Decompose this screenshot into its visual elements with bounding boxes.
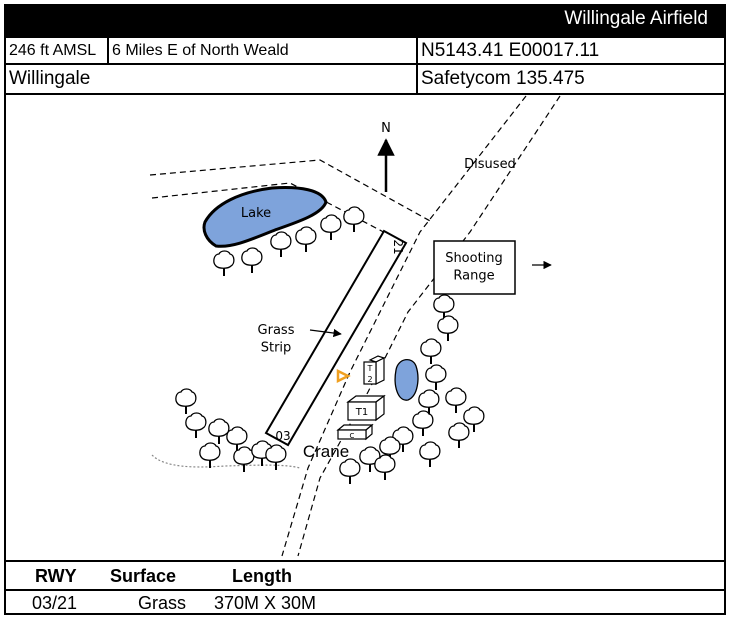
roads — [149, 95, 561, 557]
airfield-title: Willingale Airfield — [564, 8, 708, 29]
runway-end-21: 21 — [391, 239, 405, 254]
table-row-divider — [4, 589, 726, 591]
runway-strip — [264, 229, 408, 447]
building-c — [336, 423, 374, 441]
lake-label: Lake — [241, 206, 271, 221]
disused-road-west — [281, 95, 527, 557]
location-text: 6 Miles E of North Weald — [112, 41, 289, 59]
runway-designator: 03/21 — [32, 593, 78, 613]
building-c-label: C — [350, 432, 355, 440]
grass-strip-arrow — [309, 328, 342, 338]
elevation-text: 246 ft AMSL — [9, 41, 97, 59]
building-t1 — [346, 394, 386, 422]
page-frame — [4, 4, 726, 615]
runway-end-03: 03 — [275, 429, 290, 443]
shooting-range-box — [433, 240, 516, 295]
radio-frequency-text: Safetycom 135.475 — [421, 68, 585, 89]
lake — [202, 186, 328, 248]
building-t1-label: T1 — [355, 407, 368, 418]
title-bar: Willingale Airfield — [4, 4, 726, 36]
windsock — [336, 368, 351, 384]
length-header: Length — [232, 566, 292, 586]
table-top-border — [4, 560, 726, 562]
coordinates-text: N5143.41 E00017.11 — [421, 39, 600, 61]
track-upper-left — [149, 159, 433, 223]
disused-label: Disused — [464, 157, 516, 172]
pond — [394, 359, 419, 401]
runway-length: 370M X 30M — [214, 593, 317, 613]
building-t2 — [363, 355, 386, 385]
runway-surface: Grass — [138, 593, 187, 613]
surface-header: Surface — [110, 566, 177, 586]
airfield-name-text: Willingale — [9, 68, 91, 89]
crane-label: Crane — [303, 442, 349, 461]
north-label: N — [381, 121, 391, 136]
disused-road-east — [297, 95, 561, 557]
rwy-header: RWY — [35, 566, 77, 586]
